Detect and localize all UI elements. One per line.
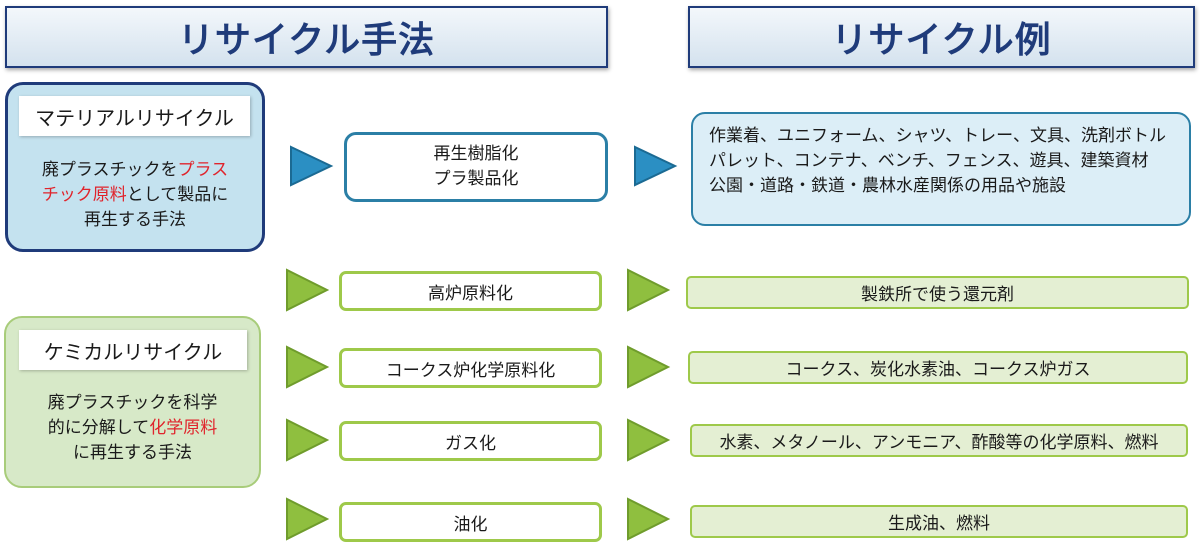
example-box-blast-furnace: 製鉄所で使う還元剤	[686, 276, 1189, 309]
example-label: コークス、炭化水素油、コークス炉ガス	[785, 360, 1091, 380]
material-desc-part: 再生する手法	[84, 210, 186, 230]
method-box-blast-furnace: 高炉原料化	[339, 271, 602, 311]
arrow-right-icon	[634, 145, 678, 187]
arrow-right-icon	[627, 497, 671, 541]
material-recycling-title: マテリアルリサイクル	[19, 96, 250, 136]
example-label: 製鉄所で使う還元剤	[861, 285, 1014, 305]
arrow-right-icon	[286, 345, 330, 389]
example-box-liquefaction: 生成油、燃料	[690, 505, 1188, 538]
arrow-right-icon	[627, 345, 671, 389]
example-line: パレット、コンテナ、ベンチ、フェンス、遊具、建築資材	[709, 151, 1149, 171]
example-line: 公園・道路・鉄道・農林水産関係の用品や施設	[709, 176, 1066, 196]
chemical-desc-part: 的に分解して	[47, 418, 150, 438]
method-box-coke-oven: コークス炉化学原料化	[339, 348, 602, 388]
arrow-right-icon	[627, 268, 671, 312]
chemical-desc-highlight: 化学原料	[149, 418, 218, 438]
examples-header: リサイクル例	[688, 6, 1195, 68]
chemical-title-label: ケミカルリサイクル	[43, 339, 223, 364]
method-label: コークス炉化学原料化	[385, 360, 556, 381]
method-line: 再生樹脂化	[433, 144, 519, 164]
method-line: プラ製品化	[433, 169, 519, 189]
example-label: 生成油、燃料	[888, 514, 990, 534]
methods-header-label: リサイクル手法	[177, 20, 436, 61]
material-desc-part: として製品に	[126, 185, 229, 205]
method-label: ガス化	[445, 433, 496, 454]
method-box-recycled-resin: 再生樹脂化 プラ製品化	[344, 132, 608, 202]
chemical-desc-part: に再生する手法	[73, 443, 192, 463]
chemical-desc-part: 廃プラスチックを科学	[47, 393, 218, 413]
arrow-right-icon	[290, 145, 334, 187]
method-box-gasification: ガス化	[339, 421, 602, 461]
examples-header-label: リサイクル例	[831, 20, 1052, 61]
example-label: 水素、メタノール、アンモニア、酢酸等の化学原料、燃料	[719, 433, 1159, 453]
material-desc-highlight: プラス	[177, 160, 229, 180]
methods-header: リサイクル手法	[5, 6, 608, 68]
example-box-material: 作業着、ユニフォーム、シャツ、トレー、文具、洗剤ボトル パレット、コンテナ、ベン…	[691, 112, 1191, 226]
arrow-right-icon	[286, 268, 330, 312]
material-recycling-description: 廃プラスチックをプラス チック原料として製品に 再生する手法	[8, 158, 262, 233]
arrow-right-icon	[627, 418, 671, 462]
material-desc-highlight: チック原料	[41, 185, 127, 205]
example-line: 作業着、ユニフォーム、シャツ、トレー、文具、洗剤ボトル	[709, 126, 1166, 146]
method-label: 高炉原料化	[428, 283, 513, 304]
method-box-liquefaction: 油化	[339, 502, 602, 542]
material-desc-part: 廃プラスチックを	[41, 160, 178, 180]
chemical-recycling-description: 廃プラスチックを科学 的に分解して化学原料 に再生する手法	[6, 391, 259, 466]
method-label: 油化	[453, 514, 488, 535]
arrow-right-icon	[286, 497, 330, 541]
chemical-recycling-title: ケミカルリサイクル	[19, 330, 247, 370]
example-box-coke-oven: コークス、炭化水素油、コークス炉ガス	[688, 351, 1188, 384]
example-box-gasification: 水素、メタノール、アンモニア、酢酸等の化学原料、燃料	[690, 424, 1188, 457]
arrow-right-icon	[286, 418, 330, 462]
material-title-label: マテリアルリサイクル	[35, 105, 234, 130]
